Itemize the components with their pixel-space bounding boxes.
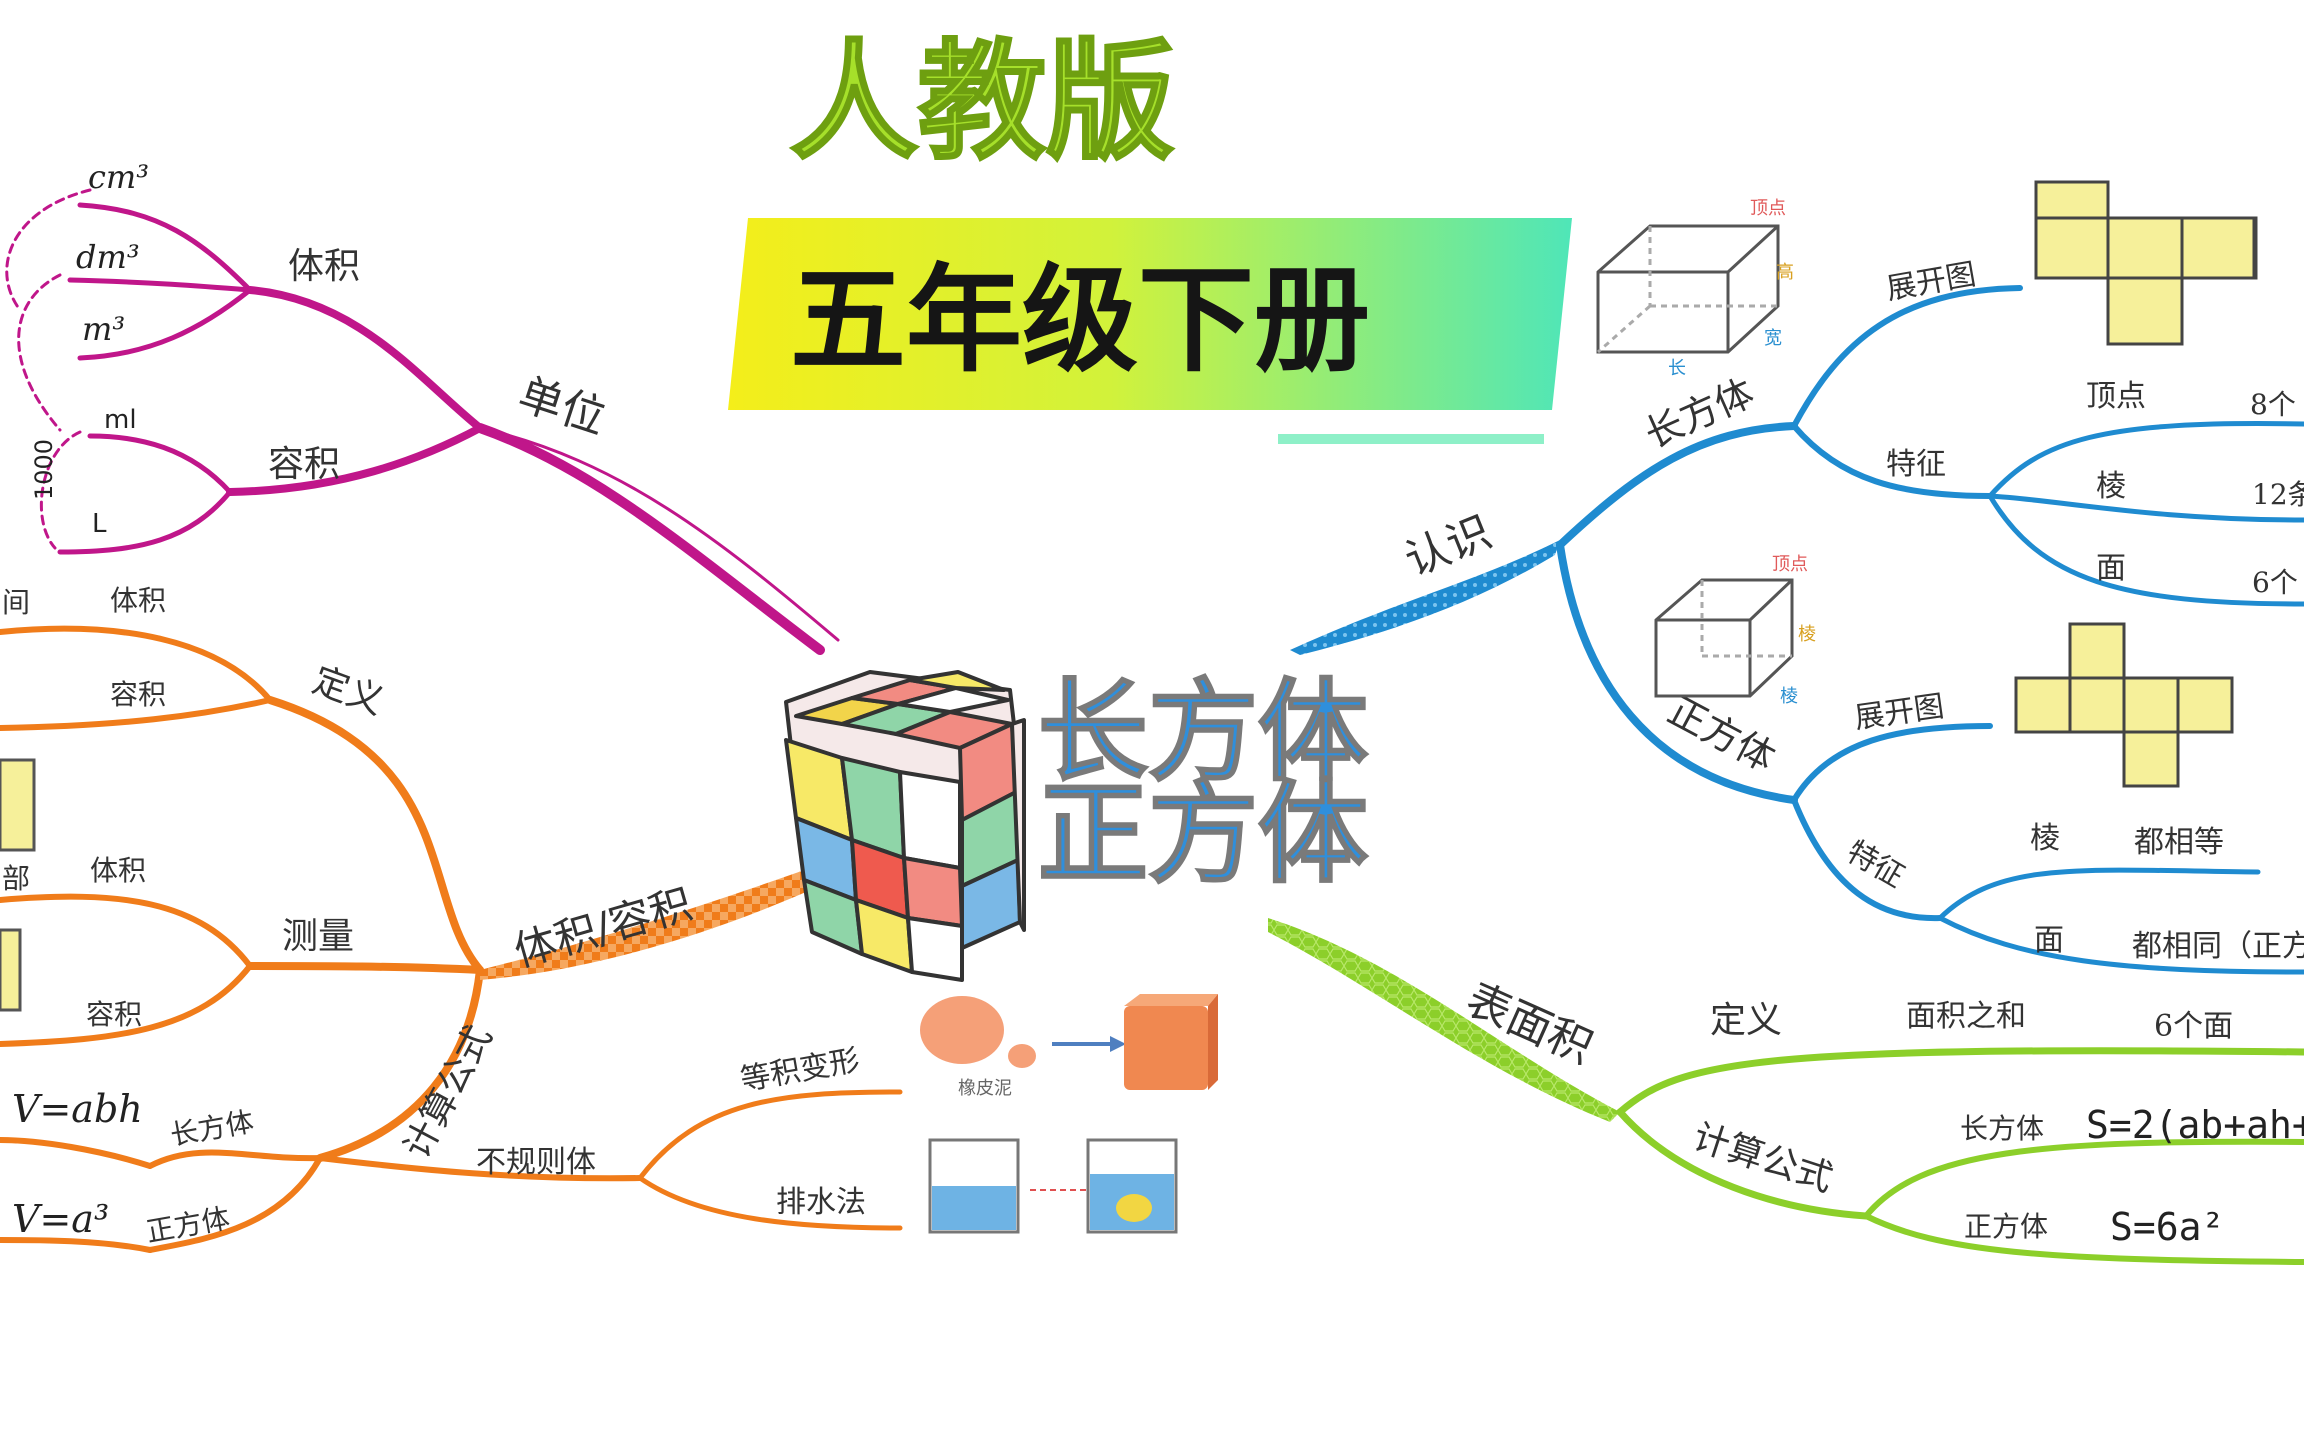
cube-feature-face-value: 都相同（正方 — [2132, 929, 2304, 964]
cuboid-width-label: 宽 — [1764, 328, 1782, 349]
cube-edge-label-1: 棱 — [1798, 624, 1816, 645]
surface-definition-text: 面积之和 — [1906, 999, 2026, 1034]
plasticine-illustration: 橡皮泥 — [920, 994, 1218, 1099]
measurement-capacity: 容积 — [86, 998, 142, 1031]
unit-ml: ml — [104, 405, 137, 435]
cuboid-net-label: 展开图 — [1884, 257, 1979, 307]
rubiks-cube-illustration — [784, 670, 1026, 982]
surface-definition-value: 6个面 — [2154, 1009, 2233, 1044]
cuboid-surface-formula: S=2(ab+ah+ — [2086, 1103, 2304, 1147]
cuboid-feature-edge-value: 12条 — [2252, 478, 2304, 511]
volume-formula-label: 计算公式 — [397, 1019, 501, 1165]
grade-title: 五年级下册 — [790, 253, 1370, 388]
unit-m3: m³ — [82, 310, 125, 348]
displacement-method: 排水法 — [776, 1185, 866, 1220]
cube-diagram — [1654, 578, 1794, 698]
cuboid-feature-face: 面 — [2096, 551, 2126, 586]
cube-surface-formula: S=6a² — [2110, 1205, 2224, 1249]
cuboid-volume-formula: V=abh — [12, 1087, 143, 1131]
definition-partial: 间 — [2, 586, 30, 619]
cuboid-surface-label: 长方体 — [1960, 1112, 2044, 1145]
cuboid-volume-label: 长方体 — [168, 1105, 256, 1152]
definition-capacity: 容积 — [110, 678, 166, 711]
cube-volume-formula: V=a³ — [12, 1197, 109, 1241]
unit-volume-label: 体积 — [288, 246, 360, 287]
cube-edge-label-2: 棱 — [1780, 686, 1798, 707]
surface-branch-root — [1268, 918, 1620, 1122]
cube-feature-face: 面 — [2034, 923, 2064, 958]
cube-net — [2014, 622, 2234, 788]
surface-label: 表面积 — [1459, 974, 1600, 1074]
volume-branch-root — [480, 868, 815, 980]
cube-surface-label: 正方体 — [1964, 1210, 2048, 1243]
equal-volume-method: 等积变形 — [738, 1043, 862, 1098]
volume-branch — [0, 625, 903, 1253]
cuboid-diagram — [1596, 224, 1780, 354]
cube-feature-edge-value: 都相等 — [2134, 825, 2224, 860]
cuboid-height-label: 高 — [1776, 262, 1794, 283]
cube-feature-edge: 棱 — [2030, 821, 2060, 856]
volume-branch-label: 体积/容积 — [509, 879, 698, 976]
surface-formula-label: 计算公式 — [1688, 1117, 1838, 1200]
irregular-label: 不规则体 — [476, 1145, 596, 1180]
definition-volume: 体积 — [110, 584, 166, 617]
cuboid-net — [2034, 180, 2258, 346]
cuboid-feature-vertex: 顶点 — [2086, 379, 2146, 414]
center-title-line1: 长方体 — [1038, 668, 1368, 796]
conversion-1000: 1000 — [30, 439, 58, 500]
cuboid-features-label: 特征 — [1886, 447, 1946, 482]
unit-cm3: cm³ — [88, 158, 149, 196]
unit-dm3: dm³ — [76, 238, 140, 276]
cube-label: 正方体 — [1661, 688, 1782, 780]
recognition-branch — [1556, 285, 2304, 975]
unit-l: L — [92, 509, 107, 539]
surface-branch — [1616, 1047, 2304, 1265]
measurement-partial: 部 — [2, 862, 30, 895]
cube-volume-label: 正方体 — [144, 1202, 232, 1249]
cuboid-feature-edge: 棱 — [2096, 469, 2126, 504]
unit-capacity-label: 容积 — [268, 444, 340, 485]
cuboid-vertex-label: 顶点 — [1750, 198, 1786, 219]
measurement-label: 测量 — [282, 916, 354, 957]
recognition-branch-root — [1290, 540, 1560, 655]
center-title-line2: 正方体 — [1038, 770, 1368, 898]
cube-vertex-label: 顶点 — [1772, 554, 1808, 575]
units-label: 单位 — [512, 369, 611, 445]
beaker-illustration — [928, 1138, 1178, 1234]
surface-definition-label: 定义 — [1710, 1000, 1782, 1041]
definition-label: 定义 — [307, 660, 389, 723]
units-branch — [5, 188, 840, 655]
plasticine-caption: 橡皮泥 — [958, 1078, 1012, 1099]
measurement-volume: 体积 — [90, 854, 146, 887]
grade-banner — [728, 218, 1572, 444]
cuboid-feature-face-value: 6个 — [2252, 566, 2298, 599]
cuboid-length-label: 长 — [1668, 358, 1686, 379]
edition-title: 人教版 — [790, 28, 1174, 177]
cuboid-feature-vertex-value: 8个 — [2250, 388, 2296, 421]
